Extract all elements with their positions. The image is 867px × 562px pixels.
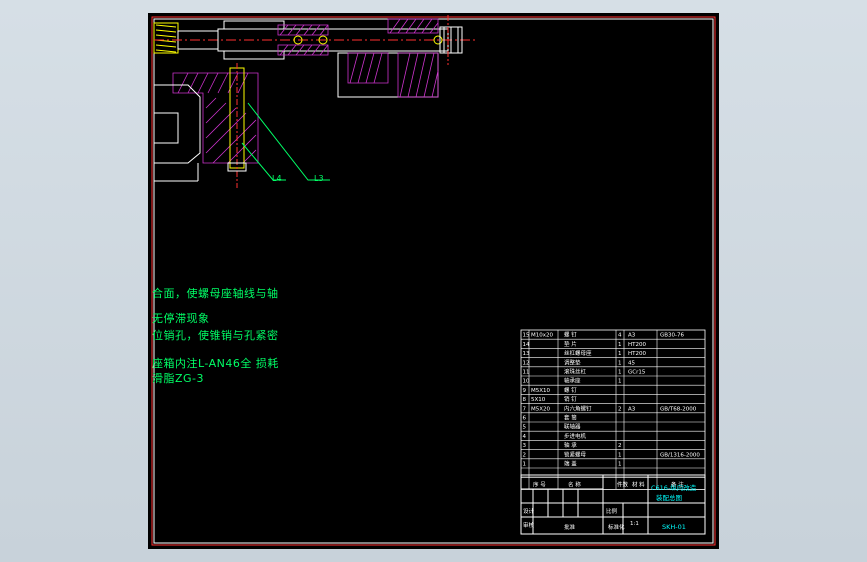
header-material: 材 料 (632, 480, 645, 488)
part-row-number: 4 (523, 434, 527, 440)
note-2: 无停滞现象 (152, 312, 210, 325)
part-material: A3 (628, 406, 636, 412)
part-standard: GB/T68-2000 (660, 406, 697, 412)
designer-label: 设计 (523, 507, 535, 515)
part-qty: 4 (618, 333, 622, 339)
part-material: HT200 (628, 342, 646, 348)
note-3: 位销孔，使锥销与孔紧密 (152, 329, 279, 342)
part-standard: GB/1316-2000 (660, 452, 700, 458)
part-row-number: 5 (523, 425, 527, 431)
note-1: 合面，使螺母座轴线与轴 (152, 287, 279, 300)
part-name: 丝杠螺母座 (564, 349, 592, 357)
part-qty: 1 (618, 452, 622, 458)
part-row-number: 2 (523, 452, 527, 458)
label-l4: L4 (272, 174, 282, 183)
part-material: HT200 (628, 351, 646, 357)
part-qty: 1 (618, 462, 622, 468)
part-qty: 2 (618, 443, 622, 449)
part-row-number: 1 (523, 462, 527, 468)
drawing-number: SKH-01 (662, 523, 686, 531)
part-material: A3 (628, 333, 636, 339)
part-qty: 1 (618, 342, 622, 348)
part-name: 联轴器 (564, 423, 581, 431)
title-line-1: C616-纵向改造 (651, 483, 697, 492)
part-qty: 2 (618, 406, 622, 412)
part-row-number: 14 (523, 342, 530, 348)
part-row-number: 7 (523, 406, 527, 412)
header-remark: 备 注 (671, 480, 684, 488)
ball-screw-assembly (153, 15, 478, 98)
part-spec: 5X10 (531, 397, 546, 403)
part-qty: 1 (618, 351, 622, 357)
part-name: 垫 片 (564, 340, 577, 348)
part-name: 滚珠丝杠 (564, 368, 587, 376)
title-block: C616-纵向改造 装配总图 SKH-01 设计 审核 比例 1:1 标准化 批… (520, 474, 706, 535)
note-5: 滑脂ZG-3 (152, 372, 205, 385)
part-name: 锁紧螺母 (564, 450, 587, 458)
header-name: 名 称 (568, 480, 581, 488)
part-spec: M10x20 (531, 333, 553, 339)
part-name: 内六角螺钉 (564, 404, 592, 412)
part-name: 销 钉 (564, 395, 577, 403)
part-name: 螺 钉 (564, 386, 577, 394)
part-name: 螺 钉 (564, 331, 577, 339)
header-no: 序 号 (533, 480, 546, 488)
process-label: 标准化 (608, 523, 625, 531)
outer-frame (151, 16, 716, 546)
part-row-number: 13 (523, 351, 530, 357)
part-name: 调整垫 (564, 358, 581, 366)
part-material: 45 (628, 360, 635, 366)
header-qty: 件数 (617, 480, 629, 488)
part-spec: M5X20 (531, 406, 551, 412)
label-l3: L3 (314, 174, 324, 183)
inner-frame (153, 18, 714, 544)
part-name: 套 筒 (564, 414, 577, 422)
checker-label: 审核 (523, 521, 535, 529)
part-qty: 1 (618, 370, 622, 376)
part-name: 轴承座 (564, 377, 581, 385)
part-row-number: 10 (523, 379, 530, 385)
sheet-scale: 1:1 (630, 521, 639, 527)
part-qty: 1 (618, 360, 622, 366)
part-name: 轴 承 (564, 441, 577, 449)
part-row-number: 15 (523, 333, 530, 339)
approve-label: 批准 (564, 523, 576, 531)
part-row-number: 9 (523, 388, 527, 394)
part-spec: M5X10 (531, 388, 551, 394)
part-row-number: 8 (523, 397, 527, 403)
part-qty: 1 (618, 379, 622, 385)
part-name: 步进电机 (564, 432, 587, 440)
part-row-number: 6 (523, 416, 527, 422)
part-standard: GB30-76 (660, 333, 685, 339)
part-row-number: 3 (523, 443, 527, 449)
part-material: GCr15 (628, 370, 646, 376)
scale-label: 比例 (606, 507, 618, 515)
bracket-assembly: L4 L3 (154, 63, 330, 188)
note-4: 座箱内注L-AN46全 损耗 (152, 357, 279, 370)
title-line-2: 装配总图 (656, 493, 682, 502)
part-row-number: 11 (523, 370, 530, 376)
part-name: 端 盖 (564, 460, 577, 468)
part-row-number: 12 (523, 360, 530, 366)
